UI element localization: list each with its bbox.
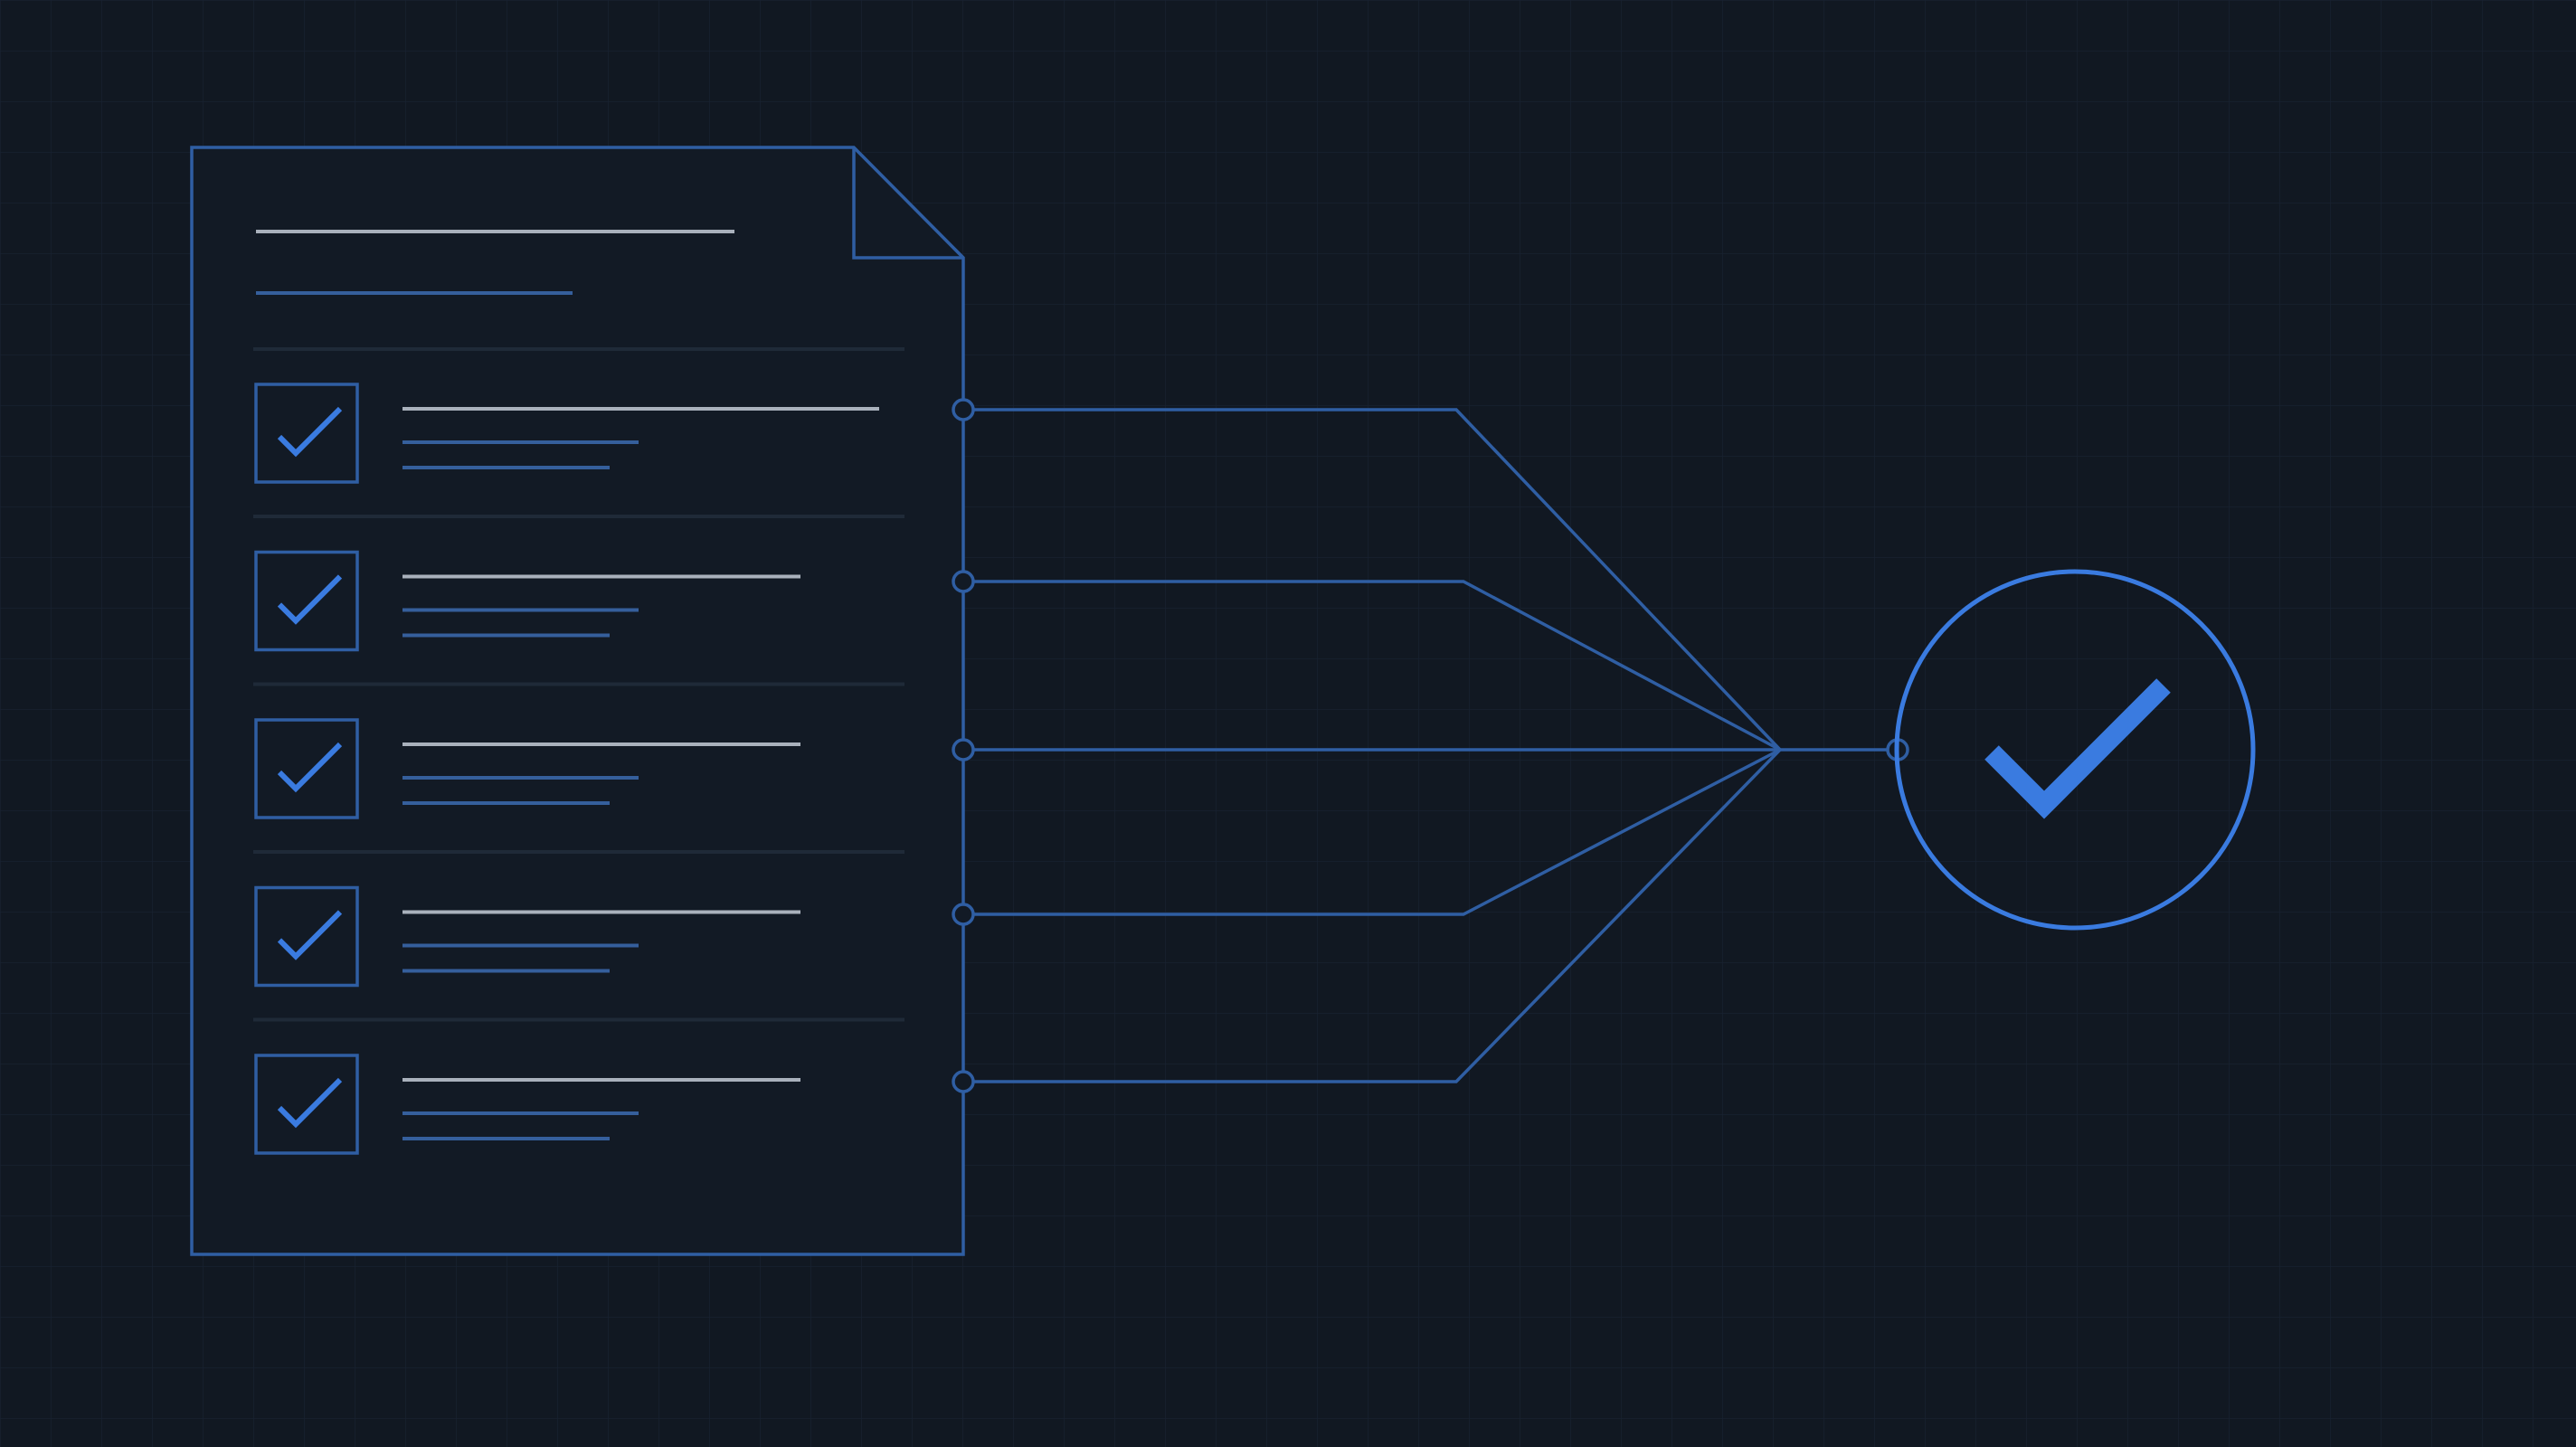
connector-node xyxy=(952,738,975,761)
checkbox xyxy=(254,383,359,484)
checklist-item xyxy=(254,550,800,652)
checklist-item xyxy=(254,1054,800,1155)
connector-line xyxy=(963,580,1781,752)
result-check-circle xyxy=(1894,569,2256,931)
document-outline xyxy=(190,146,965,1256)
connector-node xyxy=(952,570,975,593)
check-icon xyxy=(277,574,343,625)
connector-line xyxy=(963,408,1782,752)
connector-line xyxy=(963,748,1782,1083)
checklist-item xyxy=(254,718,800,819)
checklist-item xyxy=(254,885,800,988)
checklist xyxy=(253,347,904,1155)
check-icon xyxy=(277,406,343,458)
check-circle-icon xyxy=(1894,569,2256,931)
connector-line xyxy=(963,748,1781,916)
connector-lines xyxy=(952,398,1909,1093)
connector-node xyxy=(952,1070,975,1093)
check-icon xyxy=(277,742,343,793)
document-fold-corner xyxy=(852,147,963,260)
checkbox xyxy=(254,885,359,988)
connector-node xyxy=(952,398,975,421)
checklist-item xyxy=(254,383,879,484)
check-icon xyxy=(277,910,343,960)
checkbox xyxy=(254,1054,359,1155)
checkbox xyxy=(254,718,359,819)
checkbox xyxy=(254,550,359,652)
connector-node xyxy=(952,903,975,926)
result-check-mark xyxy=(1984,678,2171,819)
check-icon xyxy=(277,1077,343,1129)
